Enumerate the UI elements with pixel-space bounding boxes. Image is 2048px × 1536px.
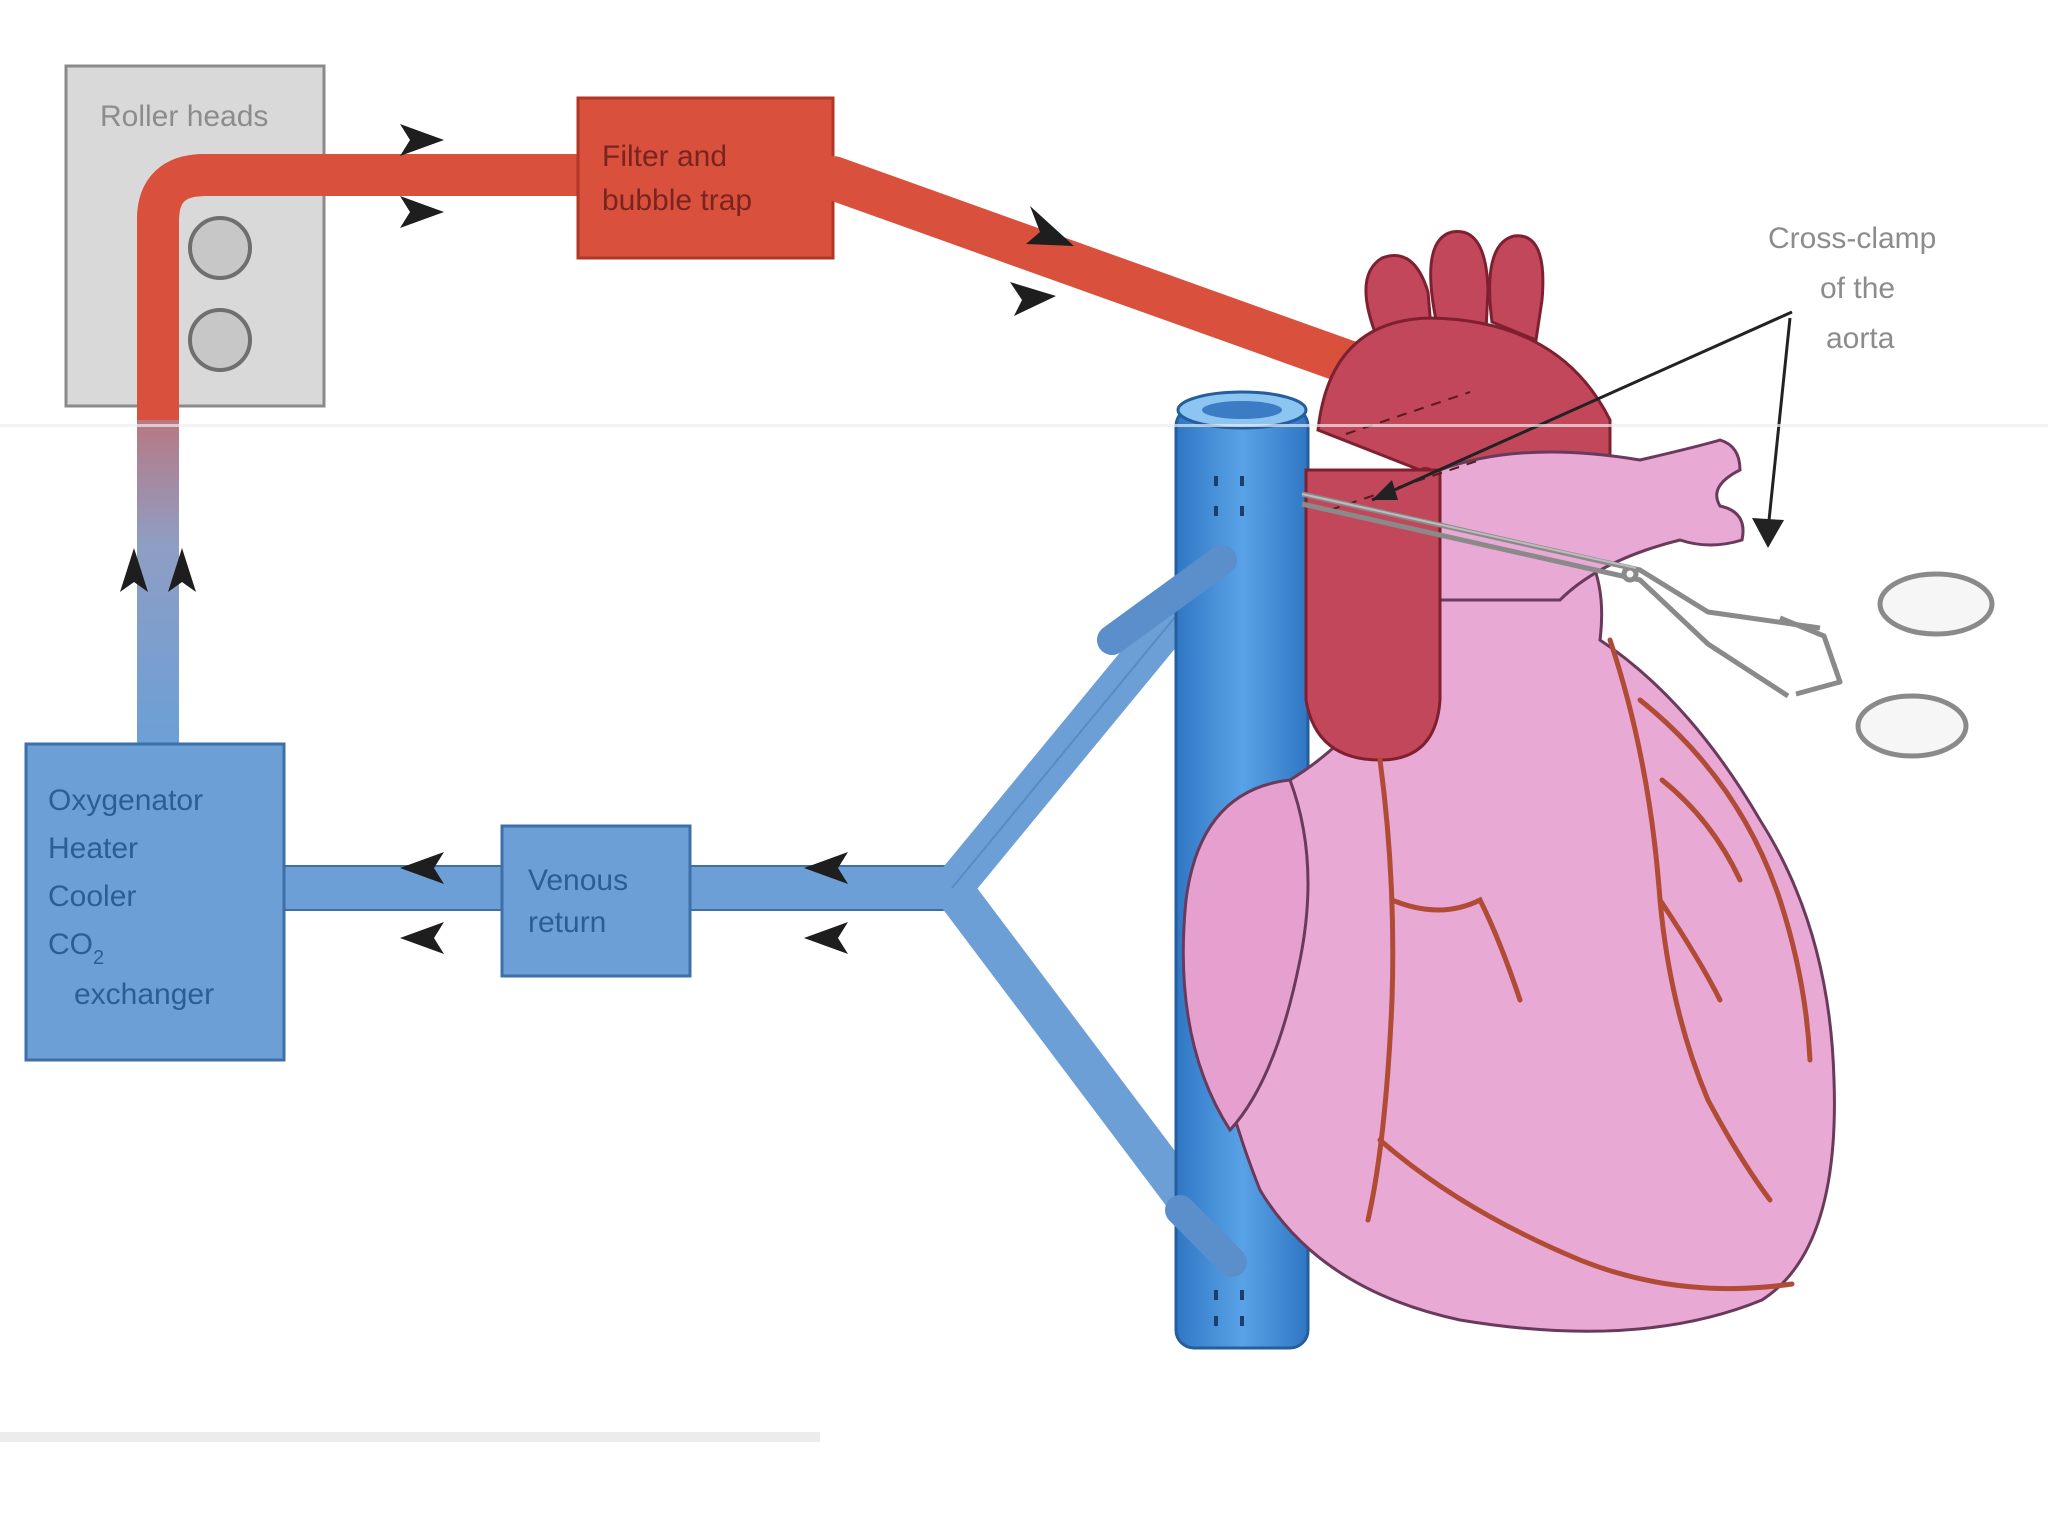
scan-artifact-line — [0, 424, 2048, 427]
venous-return-box: Venous return — [500, 824, 692, 978]
roller-head-upper — [188, 216, 252, 280]
annotation-arrow-icon-2 — [1752, 518, 1784, 548]
oxygenator-box: Oxygenator Heater Cooler CO2 exchanger — [24, 742, 286, 1062]
flow-arrow-right-icon — [400, 124, 444, 228]
oxygenator-label-line5: exchanger — [74, 978, 214, 1011]
svg-text:of the: of the — [1820, 272, 1895, 305]
venous-return-line — [279, 540, 1252, 1280]
filter-label-line1: Filter and — [602, 140, 727, 173]
oxygenator-label-line3: Cooler — [48, 880, 136, 913]
venous-label-line1: Venous — [528, 864, 628, 897]
oxygenator-label-line1: Oxygenator — [48, 784, 203, 817]
heart — [1181, 230, 1836, 1333]
filter-bubble-trap-box: Filter and bubble trap — [576, 96, 835, 260]
svg-text:Cross-clamp: Cross-clamp — [1768, 222, 1936, 255]
roller-head-lower — [188, 308, 252, 372]
arterial-line-tube — [811, 156, 1442, 410]
cross-clamp-label: Cross-clamp of the aorta — [1768, 222, 1936, 355]
svg-text:aorta: aorta — [1826, 322, 1895, 355]
flow-arrow-up-icon — [120, 548, 196, 592]
cross-clamp-icon — [1301, 491, 1995, 759]
venous-label-line2: return — [528, 906, 606, 939]
roller-heads-box: Roller heads — [64, 64, 326, 408]
filter-label-line2: bubble trap — [602, 184, 752, 217]
annotation-arrow-icon — [1372, 480, 1398, 500]
oxygenator-label-line4: CO2 — [48, 928, 104, 969]
flow-arrow-diag-icon — [1010, 206, 1074, 316]
roller-heads-label: Roller heads — [100, 100, 268, 133]
oxygenator-label-line2: Heater — [48, 832, 138, 865]
scan-artifact — [0, 1432, 820, 1442]
flow-arrow-left-icon — [400, 852, 848, 954]
